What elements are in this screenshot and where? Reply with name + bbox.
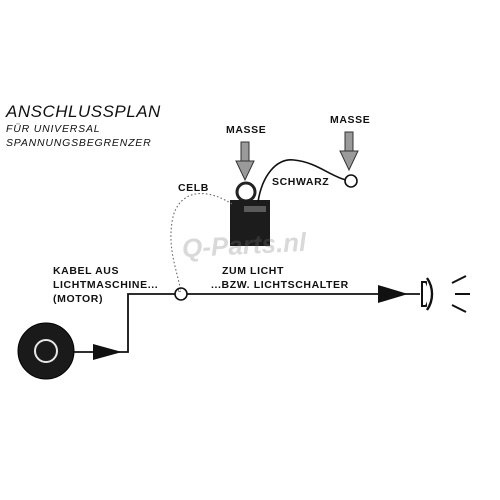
label-zum-licht-line2: ...BZW. LICHTSCHALTER — [211, 279, 349, 291]
watermark: Q-Parts.nl — [181, 226, 307, 264]
junction-label: c — [178, 288, 181, 294]
masse-arrow-right — [339, 131, 359, 172]
arrow-to-light — [378, 285, 408, 303]
lamp-icon — [421, 275, 470, 313]
label-kabel-line2: LICHTMASCHINE... — [53, 279, 159, 291]
ground-terminal — [344, 174, 358, 188]
wire-gelb — [170, 193, 233, 288]
label-kabel-line3: (MOTOR) — [53, 293, 104, 305]
diagram-subtitle-line2: SPANNUNGSBEGRENZER — [6, 137, 152, 149]
regulator-mount-ring — [235, 181, 257, 203]
label-masse-right: MASSE — [330, 114, 371, 126]
masse-arrow-left — [235, 141, 255, 182]
arrow-alternator — [93, 344, 122, 360]
regulator-highlight — [244, 206, 266, 212]
label-schwarz: SCHWARZ — [272, 176, 330, 188]
wire-schwarz — [257, 159, 347, 203]
label-masse-left: MASSE — [226, 124, 267, 136]
diagram-title: ANSCHLUSSPLAN — [6, 102, 161, 121]
label-gelb: CELB — [178, 182, 209, 194]
alternator-outer — [17, 322, 75, 380]
label-zum-licht-line1: ZUM LICHT — [222, 265, 284, 277]
junction-connector — [174, 287, 188, 301]
diagram-subtitle-line1: FÜR UNIVERSAL — [6, 123, 101, 135]
label-kabel-line1: KABEL AUS — [53, 265, 120, 277]
alternator-inner-ring — [34, 339, 58, 363]
